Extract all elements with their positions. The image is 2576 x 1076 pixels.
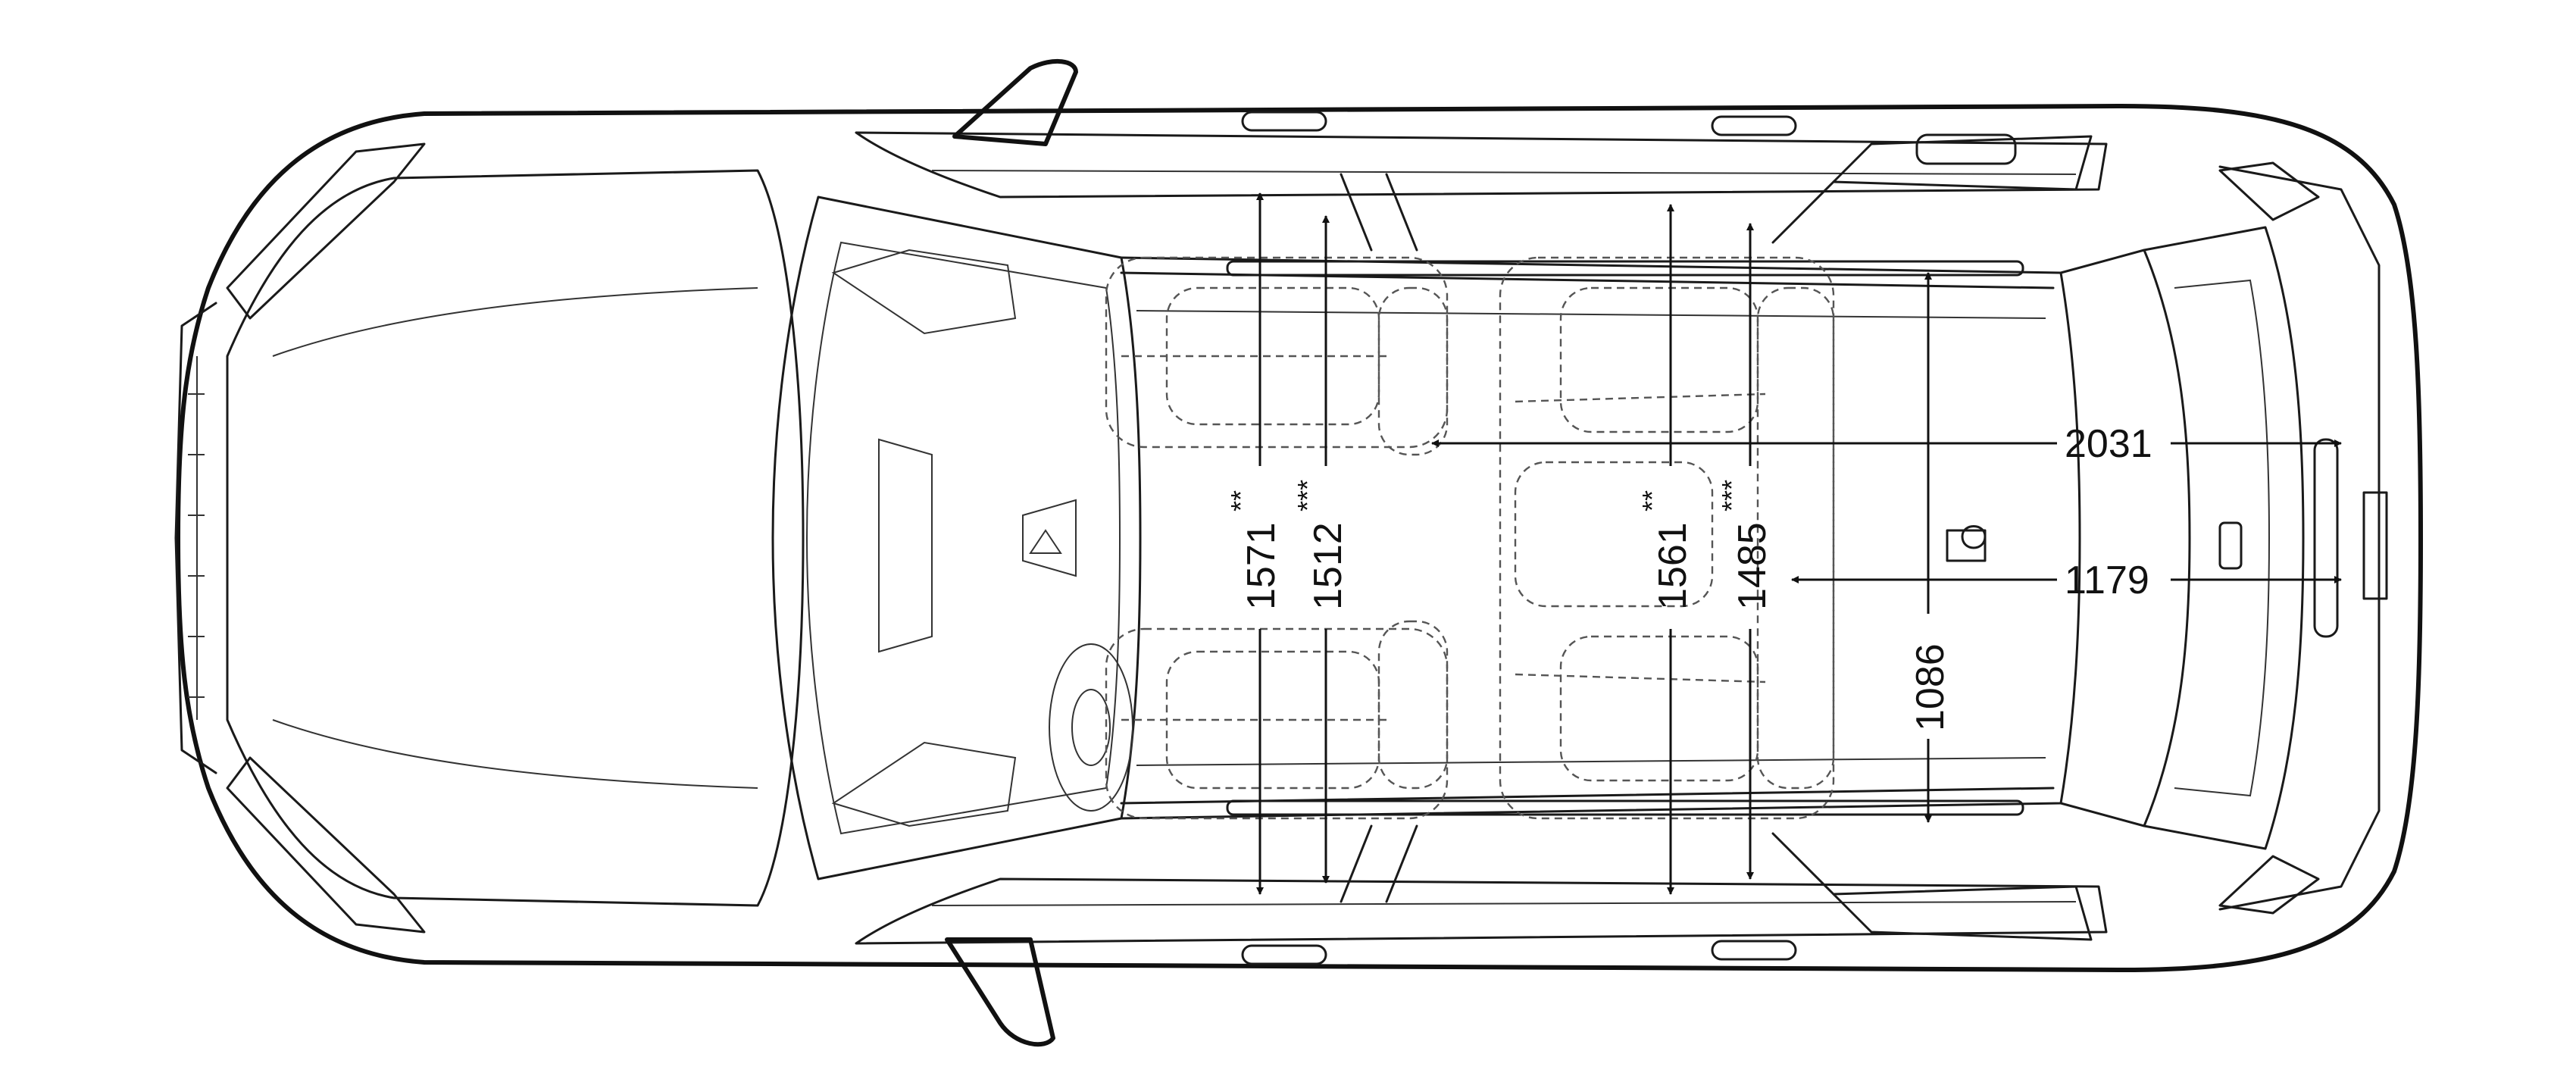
front-grille (174, 302, 217, 774)
dimension-front-headroom-alt: 1512 *** (1292, 215, 1350, 884)
dimension-rear-track-width: 1179 (1791, 558, 2342, 602)
fuel-flap (1915, 133, 2017, 165)
dimension-rear-headroom-alt: 1485 *** (1716, 223, 1774, 880)
front-seat-left (1105, 256, 1449, 456)
windshield (771, 195, 1142, 881)
front-headroom-alt-label: 1512 (1306, 522, 1350, 610)
seats (1105, 256, 1835, 820)
front-headroom-alt-mark: *** (1292, 480, 1323, 511)
dimensions: 1571 ** 1512 *** 1561 ** 1485 *** 10 (1225, 192, 2342, 895)
door-handle-rear-left (1711, 115, 1797, 136)
taillight-right (2218, 855, 2320, 915)
car-body (174, 58, 2423, 1047)
roof-rail-left (1226, 260, 2024, 277)
rear-badge (2218, 521, 2243, 570)
dimension-front-headroom: 1571 ** (1225, 192, 1283, 895)
rear-window (2059, 249, 2191, 827)
mirror-left (952, 58, 1078, 146)
roof (1120, 256, 2081, 820)
door-handle-front-left (1241, 111, 1327, 132)
dimension-rear-headroom: 1561 ** (1637, 204, 1695, 895)
dimension-overall-width: 2031 (1431, 422, 2342, 466)
body-outline (176, 104, 2423, 972)
headlight-left (226, 142, 426, 320)
rear-headroom-alt-label: 1485 (1730, 522, 1774, 610)
door-handle-rear-right (1711, 940, 1797, 961)
rear-headroom-alt-mark: *** (1716, 480, 1747, 511)
headlight-right (226, 756, 426, 934)
front-seat-right (1105, 620, 1449, 820)
dimension-cargo-width: 1086 (1909, 272, 1952, 823)
taillight-left (2218, 161, 2320, 221)
door-handle-front-right (1241, 944, 1327, 965)
overall-width-label: 2031 (2065, 422, 2152, 466)
rear-track-width-label: 1179 (2065, 558, 2149, 602)
front-headroom-label: 1571 (1240, 522, 1283, 610)
cargo-width-label: 1086 (1909, 643, 1952, 731)
roof-rail-right (1226, 799, 2024, 816)
mirror-right (945, 937, 1055, 1047)
rear-headroom-mark: ** (1637, 490, 1668, 511)
tailgate (2143, 226, 2305, 850)
rear-bench (1499, 256, 1835, 820)
rear-spoiler (2313, 438, 2339, 638)
hood (226, 169, 805, 907)
rear-headroom-label: 1561 (1651, 522, 1695, 610)
front-headroom-mark: ** (1225, 490, 1256, 511)
